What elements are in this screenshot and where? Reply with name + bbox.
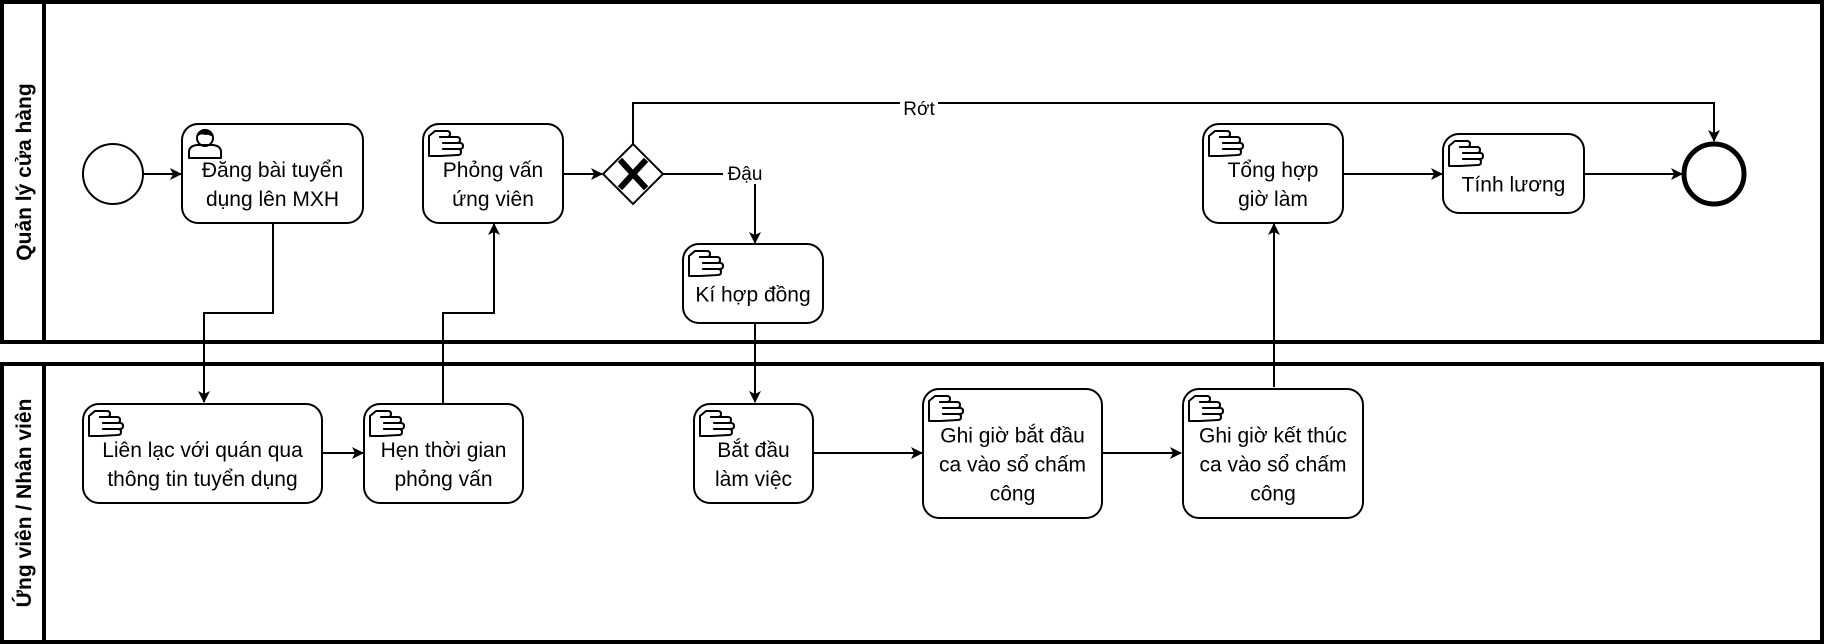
task-box bbox=[922, 388, 1103, 519]
task-box bbox=[181, 123, 364, 224]
task-label-line: Liên lạc với quán qua bbox=[102, 439, 303, 462]
task-label-line: công bbox=[990, 483, 1036, 506]
task-sum-hours[interactable]: Tổng hợp giờ làm bbox=[1202, 123, 1344, 224]
flow-post-to-contact[interactable] bbox=[198, 224, 274, 403]
task-label-line: Kí hợp đồng bbox=[695, 284, 810, 307]
task-box bbox=[82, 403, 323, 504]
task-sign-contract[interactable]: Kí hợp đồng bbox=[682, 243, 824, 324]
flow-gateway-fail[interactable] bbox=[632, 102, 1720, 144]
task-box bbox=[1182, 388, 1364, 519]
lane-employee-border bbox=[0, 362, 1824, 644]
tasks: Đăng bài tuyển dụng lên MXH Phỏng vấn ứng v… bbox=[82, 123, 1585, 519]
task-label-line: Tổng hợp bbox=[1228, 159, 1319, 182]
exclusive-gateway[interactable] bbox=[601, 142, 665, 206]
task-contact-shop[interactable]: Liên lạc với quán qua thông tin tuyển dụn… bbox=[82, 403, 323, 504]
task-log-start[interactable]: Ghi giờ bắt đầu ca vào sổ chấm công bbox=[922, 388, 1103, 519]
exclusive-gateway-x-icon bbox=[617, 157, 649, 191]
task-label-line: Đăng bài tuyển bbox=[202, 159, 343, 182]
task-interview[interactable]: Phỏng vấn ứng viên bbox=[422, 123, 564, 224]
task-log-end[interactable]: Ghi giờ kết thúc ca vào sổ chấm công bbox=[1182, 388, 1364, 519]
task-schedule-interview[interactable]: Hẹn thời gian phỏng vấn bbox=[363, 403, 524, 504]
task-label-line: làm việc bbox=[715, 468, 792, 491]
task-label-line: Tính lương bbox=[1462, 174, 1566, 197]
flow-label-pass-bg bbox=[723, 162, 767, 184]
lane-employee: Ứng viên / Nhân viên bbox=[0, 362, 1824, 644]
task-label-line: thông tin tuyển dụng bbox=[107, 468, 297, 491]
lane-employee-title: Ứng viên / Nhân viên bbox=[12, 399, 36, 608]
task-label-line: Hẹn thời gian bbox=[381, 439, 507, 462]
task-label-line: dụng lên MXH bbox=[206, 188, 339, 211]
task-label-line: phỏng vấn bbox=[394, 468, 492, 491]
task-label-line: ca vào sổ chấm bbox=[1199, 454, 1346, 477]
task-label-line: Ghi giờ kết thúc bbox=[1199, 425, 1347, 448]
end-event[interactable] bbox=[1681, 141, 1747, 207]
task-label-line: Ghi giờ bắt đầu bbox=[940, 425, 1085, 448]
task-start-work[interactable]: Bắt đầu làm việc bbox=[693, 403, 814, 504]
flow-label-pass: Đậu bbox=[728, 164, 763, 185]
task-label-line: Phỏng vấn bbox=[443, 159, 543, 182]
task-post-job[interactable]: Đăng bài tuyển dụng lên MXH bbox=[181, 123, 364, 224]
task-label-line: ca vào sổ chấm bbox=[939, 454, 1086, 477]
task-calc-salary[interactable]: Tính lương bbox=[1442, 133, 1585, 214]
lane-manager-title: Quản lý cửa hàng bbox=[13, 83, 36, 260]
flow-label-fail: Rớt bbox=[903, 99, 935, 120]
task-label-line: ứng viên bbox=[452, 188, 534, 211]
start-event[interactable] bbox=[82, 143, 144, 205]
user-icon bbox=[188, 129, 222, 159]
task-label-line: Bắt đầu bbox=[717, 439, 789, 462]
flow-label-fail-bg bbox=[900, 96, 938, 116]
task-label-line: giờ làm bbox=[1238, 188, 1308, 211]
task-label-line: công bbox=[1250, 483, 1296, 506]
flow-schedule-to-interview[interactable] bbox=[442, 223, 500, 403]
